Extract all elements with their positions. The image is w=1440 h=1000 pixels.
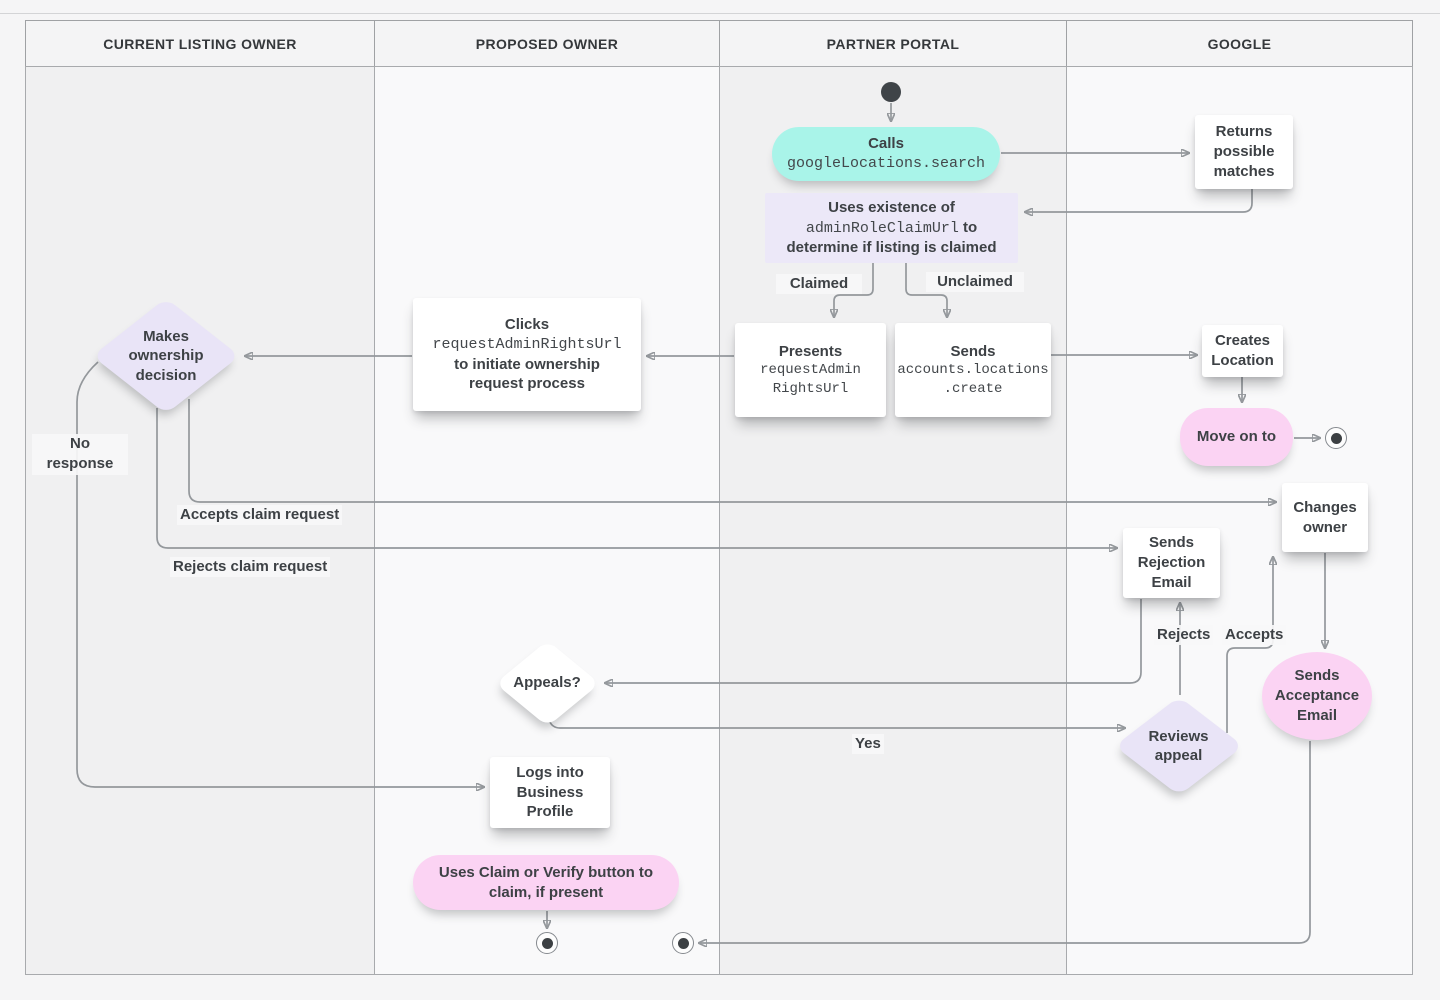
edge-label-claimed: Claimed [776, 274, 862, 295]
node-appeals: Appeals? [494, 639, 600, 727]
node-changes-owner: Changes owner [1282, 483, 1368, 552]
node-text-rest: to initiate ownership request process [454, 355, 600, 393]
node-text: Makes ownership decision [128, 327, 204, 384]
node-uses-claim-or-verify: Uses Claim or Verify button to claim, if… [413, 855, 679, 910]
node-text-line1: Uses existence of [828, 198, 955, 216]
node-sends-accounts-locations-create: Sends accounts.locations .create [895, 323, 1051, 417]
swimlane-header-google: GOOGLE [1066, 20, 1413, 67]
end-node-claim-flow [536, 932, 558, 954]
end-node-acceptance-flow [672, 932, 694, 954]
node-text-line3: determine if listing is claimed [786, 239, 997, 257]
node-text: Returns possible matches [1213, 123, 1275, 180]
edge-label-unclaimed: Unclaimed [926, 272, 1024, 293]
lane-title: PROPOSED OWNER [475, 35, 619, 52]
edge-label-accepts-claim-request: Accepts claim request [177, 505, 343, 526]
node-sends-acceptance-email: Sends Acceptance Email [1262, 652, 1372, 740]
node-move-on-to: Move on to [1180, 408, 1293, 466]
node-text: Logs into Business Profile [516, 763, 584, 821]
node-title: Calls [868, 135, 904, 153]
edge-label-rejects: Rejects [1154, 625, 1214, 646]
node-code-line2: .create [943, 380, 1003, 397]
node-text: Creates Location [1211, 332, 1274, 369]
node-calls-googlelocations-search: Calls googleLocations.search [772, 127, 1000, 181]
node-sends-rejection-email: Sends Rejection Email [1123, 528, 1220, 598]
node-text: Sends Rejection Email [1137, 534, 1206, 591]
node-text: Sends Acceptance Email [1274, 667, 1360, 724]
top-divider [0, 13, 1440, 14]
node-uses-existence-adminroleclaimurl: Uses existence of adminRoleClaimUrl to d… [765, 193, 1018, 263]
lane-title: GOOGLE [1207, 35, 1272, 52]
node-text: Reviews appeal [1148, 727, 1209, 765]
node-makes-ownership-decision: Makes ownership decision [92, 298, 240, 414]
start-node [881, 82, 901, 102]
node-code-line1: requestAdmin [760, 362, 861, 379]
edge-label-yes: Yes [852, 734, 884, 755]
swimlane-header-partner-portal: PARTNER PORTAL [719, 20, 1067, 67]
node-text-line2-rest: to [958, 218, 978, 236]
node-text: Uses Claim or Verify button to claim, if… [438, 863, 654, 901]
swimlane-header-current-listing-owner: CURRENT LISTING OWNER [25, 20, 375, 67]
edge-label-no-response: No response [32, 434, 128, 475]
node-text: Move on to [1196, 428, 1277, 446]
node-title: Sends [950, 342, 996, 360]
node-title: Presents [778, 342, 843, 360]
node-reviews-appeal: Reviews appeal [1114, 696, 1243, 796]
node-logs-into-business-profile: Logs into Business Profile [490, 757, 610, 828]
node-returns-possible-matches: Returns possible matches [1195, 115, 1293, 189]
swimlane-header-proposed-owner: PROPOSED OWNER [374, 20, 720, 67]
node-clicks-requestadminrightsurl: Clicks requestAdminRightsUrl to initiate… [413, 298, 641, 411]
node-text: Appeals? [513, 674, 581, 692]
edge-label-accepts: Accepts [1222, 625, 1287, 646]
lane-title: CURRENT LISTING OWNER [103, 35, 297, 52]
edge-label-rejects-claim-request: Rejects claim request [170, 557, 331, 578]
node-code: adminRoleClaimUrl [805, 219, 959, 237]
node-code-line1: accounts.locations [897, 362, 1049, 379]
node-creates-location: Creates Location [1202, 325, 1283, 377]
node-text-line2: adminRoleClaimUrl to [806, 218, 977, 239]
swimlane-proposed-owner [374, 66, 720, 975]
node-code: requestAdminRightsUrl [432, 335, 622, 353]
end-node-move-on [1325, 427, 1347, 449]
node-code-line2: RightsUrl [772, 380, 849, 397]
node-text: Changes owner [1293, 498, 1357, 536]
node-code: googleLocations.search [786, 155, 986, 172]
lane-title: PARTNER PORTAL [826, 35, 960, 52]
node-title: Clicks [504, 315, 550, 333]
node-presents-requestadminrightsurl: Presents requestAdmin RightsUrl [735, 323, 886, 417]
